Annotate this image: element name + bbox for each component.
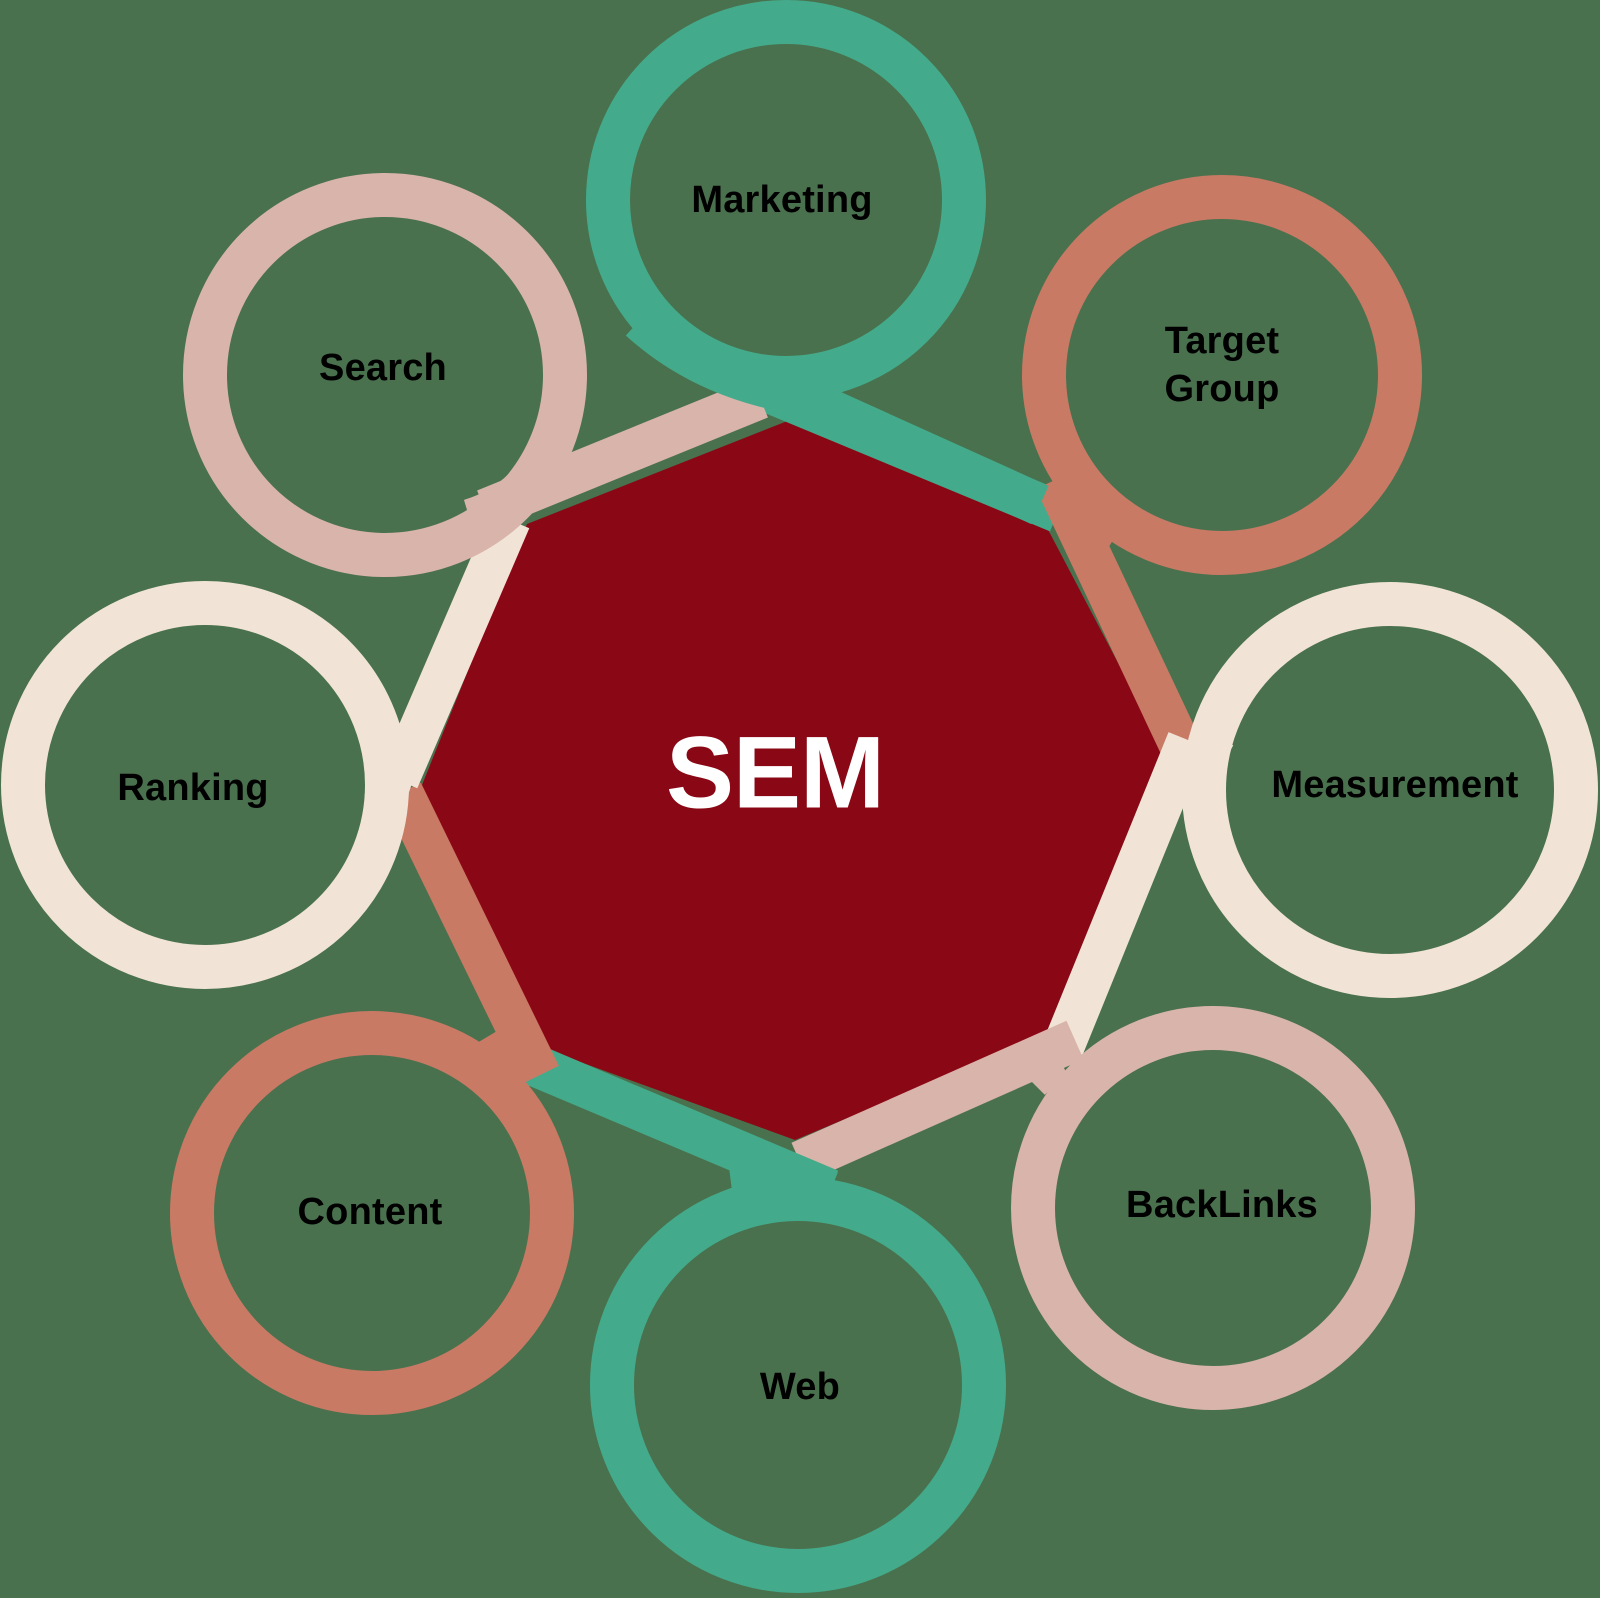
node-label-web: Web (759, 1366, 841, 1408)
node-label-search: Search (319, 347, 447, 389)
node-label-content: Content (297, 1191, 443, 1233)
ring-search (183, 173, 587, 577)
node-label-marketing: Marketing (691, 179, 873, 221)
node-label-measurement: Measurement (1271, 764, 1519, 806)
center-octagon (422, 418, 1168, 1140)
ribbon-joins (364, 304, 1234, 1212)
node-label-ranking: Ranking (117, 767, 269, 809)
ribbon-ranking (378, 511, 530, 789)
ring-backlinks (1011, 1006, 1415, 1410)
ribbon-content (383, 782, 559, 1085)
ring-content (170, 1011, 574, 1415)
node-label-backlinks: BackLinks (1126, 1184, 1318, 1226)
node-label-target-group: Target Group (1164, 320, 1280, 410)
ring-target-group (1022, 175, 1422, 575)
ribbon-measurement (1042, 732, 1208, 1058)
center-label: SEM (665, 715, 885, 830)
